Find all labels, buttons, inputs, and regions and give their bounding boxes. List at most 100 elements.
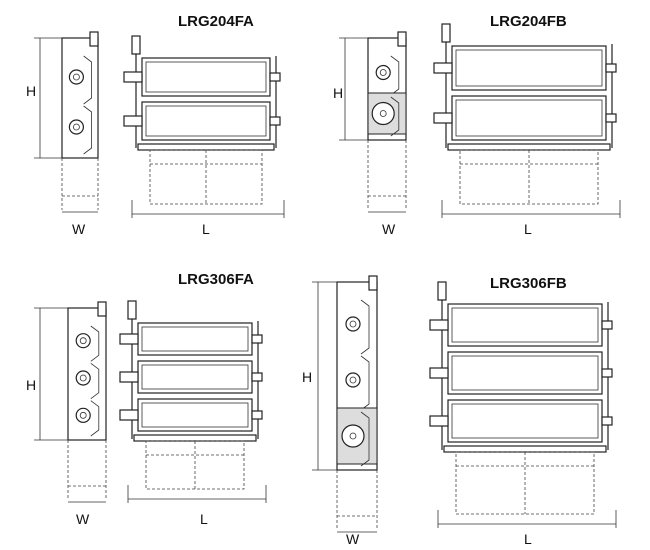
- roller-end-icon: [345, 372, 361, 388]
- scraper-bracket: [390, 96, 400, 137]
- height-label: H: [333, 85, 343, 101]
- shaft-end: [123, 71, 143, 83]
- shaft-end: [433, 112, 453, 124]
- shaft-end: [251, 372, 263, 382]
- stand: [459, 149, 599, 205]
- roller: [141, 57, 271, 97]
- shaft-end: [123, 115, 143, 127]
- roller-axle: [379, 110, 387, 117]
- roller-end-icon: [375, 64, 391, 81]
- roller-axle: [349, 320, 357, 328]
- shaft-end: [605, 63, 617, 73]
- roller: [447, 351, 603, 395]
- lever-handle: [127, 300, 137, 320]
- base-plate: [443, 445, 607, 453]
- scraper-bracket: [90, 325, 100, 362]
- roller-end-icon: [68, 69, 85, 85]
- shaft-end: [119, 409, 139, 421]
- shaft-end: [269, 72, 281, 82]
- width-label: W: [382, 221, 396, 237]
- side-body: [61, 37, 99, 159]
- width-label: W: [346, 531, 360, 547]
- roller-axle: [349, 376, 357, 384]
- shaft-end: [601, 320, 613, 330]
- roller: [447, 303, 603, 347]
- roller-axle: [79, 337, 87, 345]
- base-plate: [447, 143, 611, 151]
- lever-handle: [437, 281, 447, 301]
- model-title: LRG306FA: [178, 271, 254, 288]
- model-title: LRG204FB: [490, 13, 567, 30]
- shaft-end: [429, 319, 449, 331]
- shaft-end: [601, 416, 613, 426]
- scraper-bracket: [83, 55, 92, 105]
- roller-surface: [141, 364, 249, 390]
- roller-end-icon: [371, 101, 395, 126]
- panel-lrg204fa: LRG204FA H W L: [26, 13, 285, 237]
- roller: [141, 101, 271, 141]
- shaft-end: [605, 113, 617, 123]
- lever-handle: [131, 35, 141, 55]
- panel-lrg306fb: LRG306FB H W L: [302, 275, 617, 547]
- scraper-bracket: [360, 355, 370, 411]
- shaft-end: [429, 415, 449, 427]
- roller-surface: [141, 326, 249, 352]
- roller-end-icon: [341, 424, 365, 448]
- length-label: L: [524, 221, 532, 237]
- handle: [397, 31, 407, 47]
- roller-axle: [73, 123, 80, 131]
- length-label: L: [524, 531, 532, 547]
- base-plate: [137, 143, 275, 151]
- roller-axle: [349, 432, 357, 440]
- height-label: H: [26, 83, 36, 99]
- scraper-bracket: [83, 105, 92, 155]
- scraper-bracket: [390, 55, 400, 96]
- lever-handle: [441, 23, 451, 43]
- roller-end-icon: [75, 333, 91, 349]
- roller-axle: [79, 411, 87, 419]
- handle: [89, 31, 99, 47]
- roller-surface: [145, 105, 267, 137]
- roller: [447, 399, 603, 443]
- roller: [451, 45, 607, 91]
- roller-end-icon: [75, 407, 91, 423]
- shaft-end: [601, 368, 613, 378]
- roller-surface: [455, 49, 603, 87]
- scraper-bracket: [360, 411, 370, 467]
- shaft-end: [433, 62, 453, 74]
- width-label: W: [76, 511, 90, 527]
- base-plate: [133, 434, 257, 442]
- roller-end-icon: [68, 119, 85, 135]
- width-label: W: [72, 221, 86, 237]
- height-label: H: [26, 377, 36, 393]
- shaft-end: [269, 116, 281, 126]
- roller-surface: [451, 307, 599, 343]
- scraper-bracket: [90, 363, 100, 399]
- roller: [137, 398, 253, 432]
- roller: [137, 322, 253, 356]
- roller-axle: [73, 73, 80, 81]
- roller-axle: [79, 374, 87, 382]
- panel-lrg204fb: LRG204FB H W L: [333, 13, 621, 237]
- panel-lrg306fa: LRG306FA H W L: [26, 271, 267, 527]
- roller-surface: [145, 61, 267, 93]
- length-label: L: [202, 221, 210, 237]
- roller-end-icon: [75, 370, 91, 386]
- roller-surface: [455, 99, 603, 137]
- scraper-bracket: [360, 299, 370, 355]
- roller-end-icon: [345, 316, 361, 332]
- roller-surface: [451, 403, 599, 439]
- length-label: L: [200, 511, 208, 527]
- roller-surface: [451, 355, 599, 391]
- roller-axle: [379, 69, 387, 76]
- handle: [97, 301, 107, 317]
- model-title: LRG306FB: [490, 275, 567, 292]
- roller: [137, 360, 253, 394]
- scraper-bracket: [90, 400, 100, 437]
- shaft-end: [119, 333, 139, 345]
- shaft-end: [429, 367, 449, 379]
- handle: [368, 275, 378, 291]
- roller-surface: [141, 402, 249, 428]
- shaft-end: [251, 334, 263, 344]
